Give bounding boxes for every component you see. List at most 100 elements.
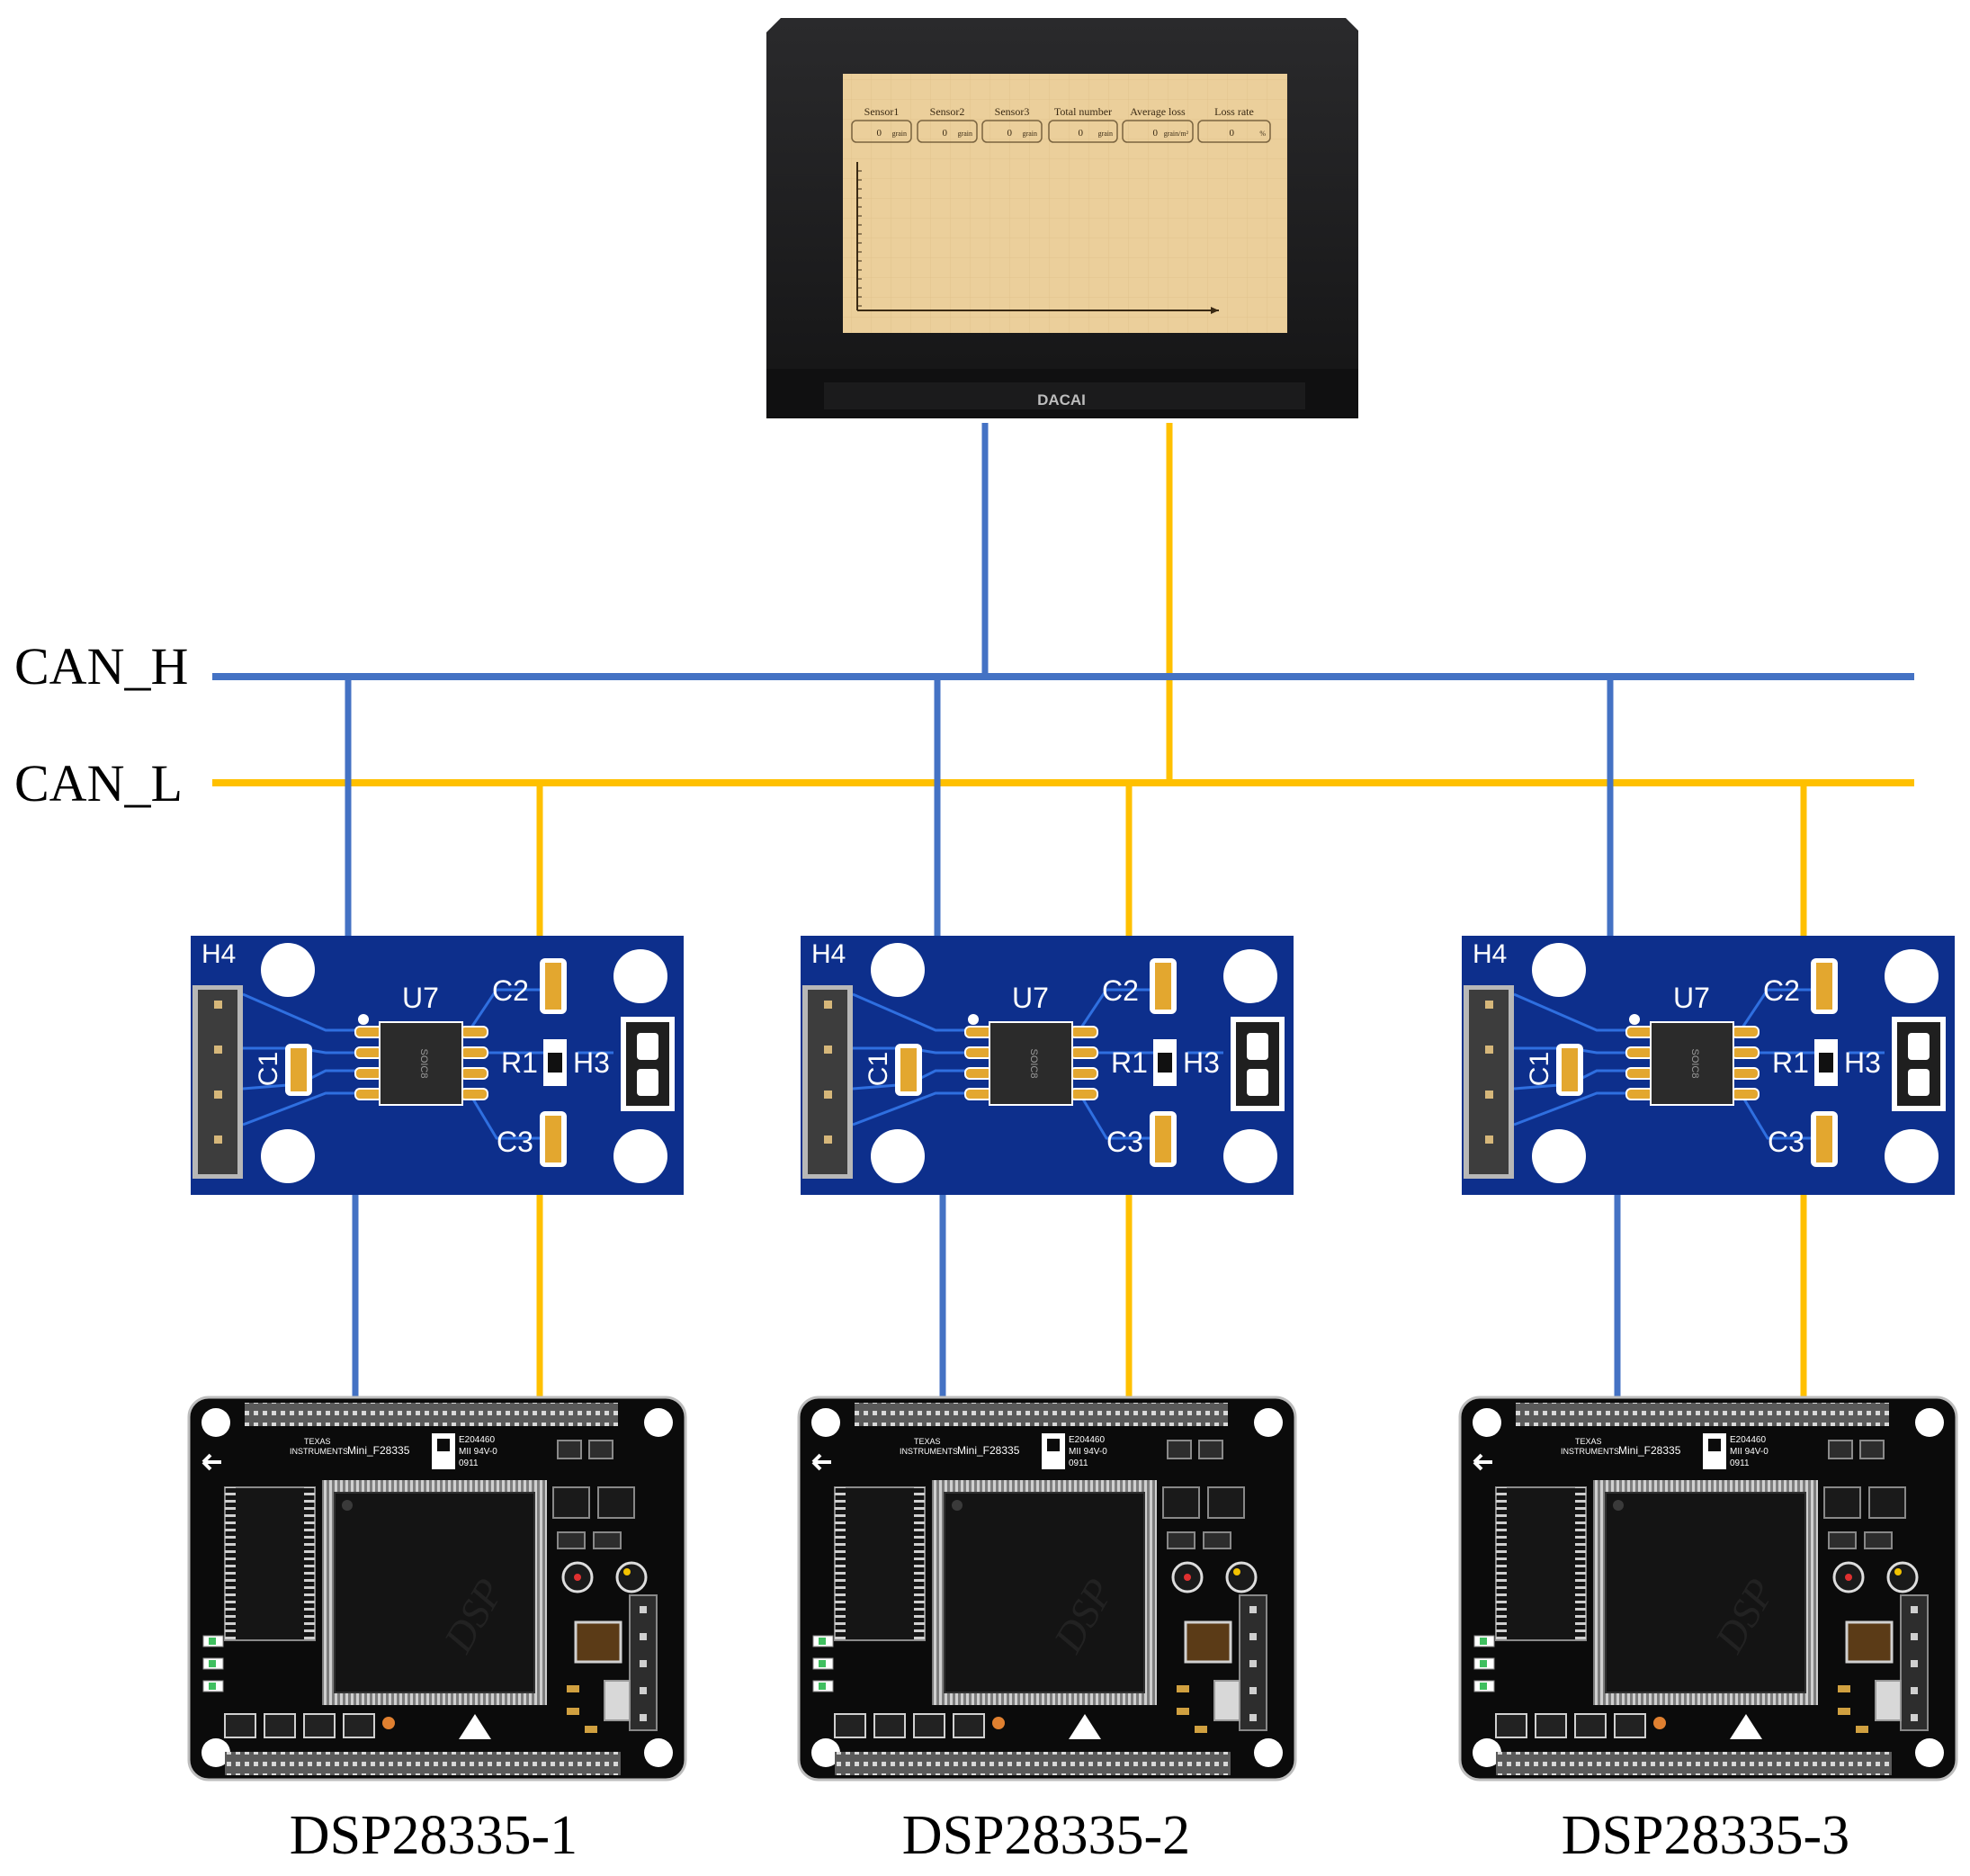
readout-unit: grain <box>892 130 907 138</box>
display-screen-grid <box>843 74 1287 333</box>
silk-header: H4 <box>1473 939 1507 969</box>
silk-resistor: R1 <box>501 1046 538 1079</box>
readout-value: 0 <box>1230 128 1235 139</box>
readout-box <box>851 120 912 143</box>
dsp-silk-cert_1: E204460 <box>459 1435 495 1445</box>
display-brand: DACAI <box>1037 391 1086 408</box>
readout-box <box>1197 120 1271 143</box>
silk-cap2: C2 <box>492 974 529 1007</box>
dsp-board-art <box>1458 1396 1958 1782</box>
display-readout: Total number 0 grain <box>1048 105 1118 143</box>
dsp-silk-vendor_line1: TEXAS <box>914 1437 941 1446</box>
readout-unit: grain <box>1098 130 1113 138</box>
dsp-silk-cert_2: MII 94V-0 <box>459 1447 497 1457</box>
silk-resistor: R1 <box>1772 1046 1809 1079</box>
display-readout: Sensor3 0 grain <box>981 105 1043 143</box>
silk-chip: U7 <box>1012 982 1049 1014</box>
dsp-silk-cert_2: MII 94V-0 <box>1730 1447 1769 1457</box>
readout-unit: grain <box>1023 130 1037 138</box>
silk-header: H4 <box>201 939 236 969</box>
display-readout: Sensor1 0 grain <box>851 105 912 143</box>
silk-resistor: R1 <box>1111 1046 1148 1079</box>
readout-box <box>917 120 978 143</box>
silk-package: SOIC8 <box>418 1048 429 1078</box>
display-readout: Sensor2 0 grain <box>917 105 978 143</box>
readout-header: Sensor2 <box>930 105 965 118</box>
readout-unit: grain/m² <box>1164 130 1189 138</box>
silk-cap2: C2 <box>1763 974 1800 1007</box>
dsp-silk-cert_2: MII 94V-0 <box>1069 1447 1107 1457</box>
readout-value: 0 <box>1079 128 1084 139</box>
dsp-silk-vendor_line2: INSTRUMENTS <box>290 1447 348 1456</box>
screen-x-axis-arrow <box>1211 307 1219 314</box>
display-readout: Loss rate 0% <box>1197 105 1271 143</box>
readout-unit: % <box>1259 130 1266 138</box>
dsp-silk-vendor_line1: TEXAS <box>1575 1437 1602 1446</box>
dsp-silk-model: Mini_F28335 <box>347 1444 410 1457</box>
dsp-silk-vendor_line1: TEXAS <box>304 1437 331 1446</box>
silk-package: SOIC8 <box>1689 1048 1700 1078</box>
dsp-node-label: DSP28335-3 <box>1562 1805 1849 1866</box>
readout-value: 0 <box>1007 128 1013 139</box>
touch-display: DACAI Sensor1 0 grain Sensor2 0 grain Sensor3 0… <box>766 18 1358 418</box>
silk-cap1: C1 <box>1525 1052 1554 1086</box>
dsp-silk-cert_3: 0911 <box>1730 1459 1750 1468</box>
can-l-label: CAN_L <box>14 754 183 812</box>
silk-chip: U7 <box>1673 982 1710 1014</box>
silk-package: SOIC8 <box>1028 1048 1039 1078</box>
dsp-silk-model: Mini_F28335 <box>957 1444 1020 1457</box>
dsp-board-art <box>797 1396 1297 1782</box>
silk-jumper: H3 <box>1844 1046 1881 1079</box>
silk-jumper: H3 <box>1183 1046 1220 1079</box>
silk-cap1: C1 <box>864 1052 893 1086</box>
silk-cap3: C3 <box>1768 1126 1804 1158</box>
silk-cap2: C2 <box>1102 974 1139 1007</box>
readout-header: Total number <box>1054 105 1112 118</box>
bus-wiring <box>212 423 1914 786</box>
dsp-node-label: DSP28335-2 <box>902 1805 1190 1866</box>
dsp-board-art <box>187 1396 687 1782</box>
readout-header: Average loss <box>1130 105 1186 118</box>
dsp-silk-vendor_line2: INSTRUMENTS <box>900 1447 958 1456</box>
dsp-silk-vendor_line2: INSTRUMENTS <box>1561 1447 1619 1456</box>
silk-jumper: H3 <box>573 1046 610 1079</box>
display-readout: Average loss 0 grain/m² <box>1122 105 1194 143</box>
dsp-node-label: DSP28335-1 <box>290 1805 578 1866</box>
readout-box <box>1122 120 1194 143</box>
silk-cap1: C1 <box>254 1052 283 1086</box>
readout-box <box>981 120 1043 143</box>
readout-value: 0 <box>943 128 948 139</box>
dsp-silk-cert_3: 0911 <box>1069 1459 1088 1468</box>
can-h-label: CAN_H <box>14 637 188 696</box>
readout-value: 0 <box>1153 128 1159 139</box>
silk-cap3: C3 <box>497 1126 533 1158</box>
readout-header: Loss rate <box>1214 105 1254 118</box>
dsp-silk-cert_1: E204460 <box>1069 1435 1105 1445</box>
silk-header: H4 <box>811 939 846 969</box>
silk-cap3: C3 <box>1106 1126 1143 1158</box>
readout-value: 0 <box>877 128 882 139</box>
silk-chip: U7 <box>402 982 439 1014</box>
readout-unit: grain <box>958 130 972 138</box>
readout-header: Sensor3 <box>995 105 1030 118</box>
screen-y-ticks <box>857 170 862 307</box>
dsp-silk-cert_1: E204460 <box>1730 1435 1766 1445</box>
display-grille <box>824 382 1305 409</box>
readout-header: Sensor1 <box>864 105 900 118</box>
dsp-silk-model: Mini_F28335 <box>1618 1444 1681 1457</box>
readout-box <box>1048 120 1118 143</box>
dsp-silk-cert_3: 0911 <box>459 1459 479 1468</box>
